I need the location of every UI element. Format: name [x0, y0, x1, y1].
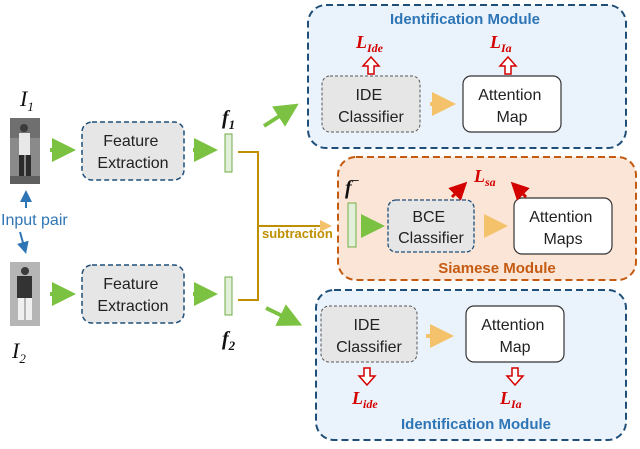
bce-classifier-box	[387, 199, 475, 253]
bottom-loss-ide-arrow	[357, 367, 377, 387]
input-image-1	[10, 118, 40, 184]
lsa-arrow-right	[510, 181, 530, 201]
bottom-loss-ia-arrow	[505, 367, 525, 387]
top-attention-map-label: Attention Map	[478, 87, 546, 126]
top-loss-ide-arrow	[361, 55, 381, 75]
siamese-loss-sa: Lsa	[473, 166, 496, 189]
top-loss-ide: LIde	[355, 32, 384, 55]
bottom-ide-classifier-box	[320, 305, 418, 363]
input-pair-label: Input pair	[1, 212, 68, 229]
feature-extraction-bottom-label: Feature Extraction	[97, 276, 168, 315]
input-image-2	[10, 262, 40, 326]
subtraction-bracket	[238, 151, 259, 301]
f1-to-top-module-arrow	[262, 103, 299, 128]
f2-feature-bar	[224, 276, 233, 316]
feature-extraction-bottom-box	[81, 264, 185, 324]
siamese-module-title: Siamese Module	[438, 260, 556, 277]
top-ide-classifier-label: IDE Classifier	[338, 87, 404, 126]
image2-label: I2	[11, 338, 26, 366]
bottom-module-title: Identification Module	[401, 416, 551, 433]
bce-classifier-label: BCE Classifier	[398, 209, 464, 247]
fminus-feature-bar	[347, 202, 357, 248]
f2-label: f2	[222, 328, 236, 353]
bottom-attention-map-box	[465, 305, 565, 363]
siamese-attention-maps-box	[513, 197, 613, 255]
bottom-ide-classifier-label: IDE Classifier	[336, 317, 402, 356]
f2-to-bottom-module-arrow	[265, 304, 303, 326]
image1-label: I1	[19, 86, 34, 114]
top-loss-ia: LIa	[489, 32, 512, 55]
top-loss-ia-arrow	[498, 55, 518, 75]
bottom-attention-map-label: Attention Map	[481, 317, 549, 356]
f1-label: f1	[222, 107, 235, 132]
bottom-loss-ia: LIa	[499, 388, 522, 411]
subtraction-label: subtraction	[262, 226, 333, 241]
f1-feature-bar	[224, 133, 233, 173]
bottom-loss-ide: Lide	[351, 388, 378, 411]
top-module-title: Identification Module	[390, 11, 540, 28]
top-ide-classifier-box	[321, 75, 421, 133]
feature-extraction-top-box	[81, 121, 185, 181]
siamese-attention-maps-label: Attention Maps	[529, 209, 597, 248]
top-attention-map-box	[462, 75, 562, 133]
lsa-arrow-left	[448, 181, 468, 201]
fminus-label: f−	[345, 173, 360, 199]
pair-arrow-down	[17, 231, 29, 254]
feature-extraction-top-label: Feature Extraction	[97, 133, 168, 172]
